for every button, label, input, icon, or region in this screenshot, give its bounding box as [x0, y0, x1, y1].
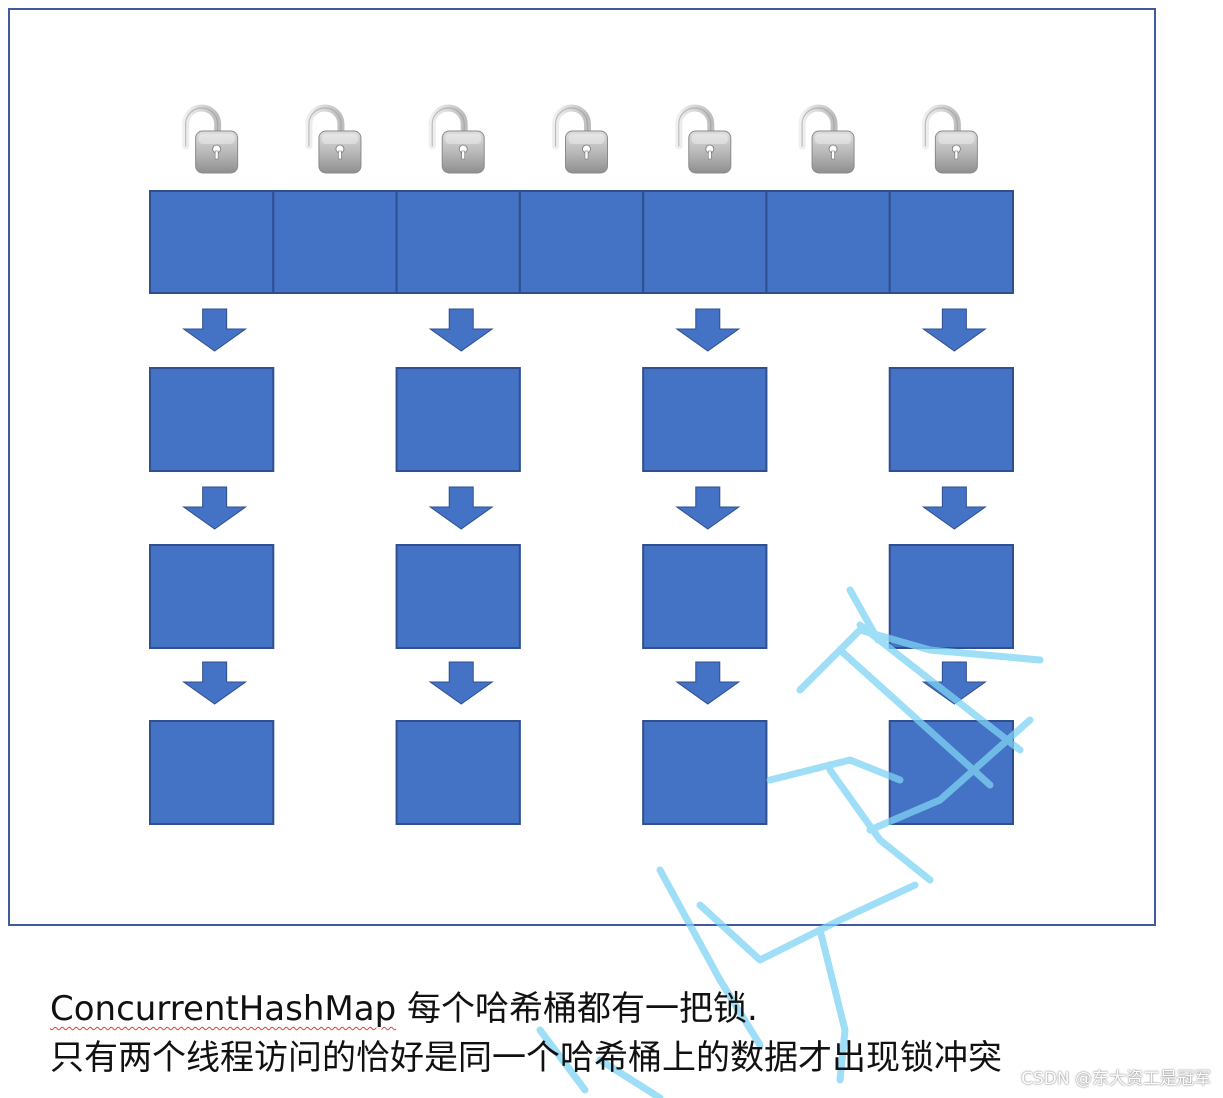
chain-node	[395, 544, 521, 649]
caption-term: ConcurrentHashMap	[50, 989, 397, 1029]
open-padlock-icon	[798, 104, 855, 174]
open-padlock-icon	[675, 104, 732, 174]
bucket-chain	[888, 308, 1015, 825]
source-watermark: CSDN @东大资工是冠军	[1021, 1069, 1211, 1089]
chain-node	[149, 544, 275, 649]
bucket-chains	[149, 308, 1015, 825]
bucket-cell	[518, 190, 645, 294]
lock-row	[182, 104, 978, 174]
down-arrow-icon	[182, 308, 248, 352]
bucket-chain	[395, 308, 521, 825]
open-padlock-icon	[182, 104, 239, 174]
bucket-cell	[765, 190, 891, 294]
caption-line-1-text: 每个哈希桶都有一把锁.	[396, 989, 758, 1029]
bucket-chain	[642, 308, 768, 825]
down-arrow-icon	[182, 486, 248, 530]
bucket-chain	[149, 308, 275, 825]
chain-node	[149, 367, 275, 472]
chain-node	[888, 720, 1015, 825]
chain-node	[888, 367, 1015, 472]
caption-line-2: 只有两个线程访问的恰好是同一个哈希桶上的数据才出现锁冲突	[50, 1038, 1002, 1078]
chain-node	[395, 720, 521, 825]
down-arrow-icon	[675, 486, 741, 530]
chain-node	[149, 720, 275, 825]
down-arrow-icon	[921, 486, 987, 530]
watermark-stroke	[536, 586, 1044, 1098]
bucket-cell	[395, 190, 521, 294]
chain-node	[642, 367, 768, 472]
down-arrow-icon	[921, 308, 987, 352]
open-padlock-icon	[428, 104, 485, 174]
bucket-cell	[642, 190, 768, 294]
down-arrow-icon	[428, 308, 494, 352]
down-arrow-icon	[428, 486, 494, 530]
chain-node	[642, 544, 768, 649]
bucket-cell	[888, 190, 1015, 294]
caption-line-1: ConcurrentHashMap 每个哈希桶都有一把锁.	[50, 988, 758, 1030]
bucket-cell	[272, 190, 398, 294]
open-padlock-icon	[921, 104, 978, 174]
chain-node	[642, 720, 768, 825]
down-arrow-icon	[675, 308, 741, 352]
chain-node	[888, 544, 1015, 649]
down-arrow-icon	[921, 661, 987, 705]
bucket-array	[149, 190, 1015, 294]
bucket-cell	[149, 190, 275, 294]
chain-node	[395, 367, 521, 472]
down-arrow-icon	[428, 661, 494, 705]
down-arrow-icon	[182, 661, 248, 705]
open-padlock-icon	[552, 104, 608, 174]
open-padlock-icon	[305, 104, 362, 174]
down-arrow-icon	[675, 661, 741, 705]
